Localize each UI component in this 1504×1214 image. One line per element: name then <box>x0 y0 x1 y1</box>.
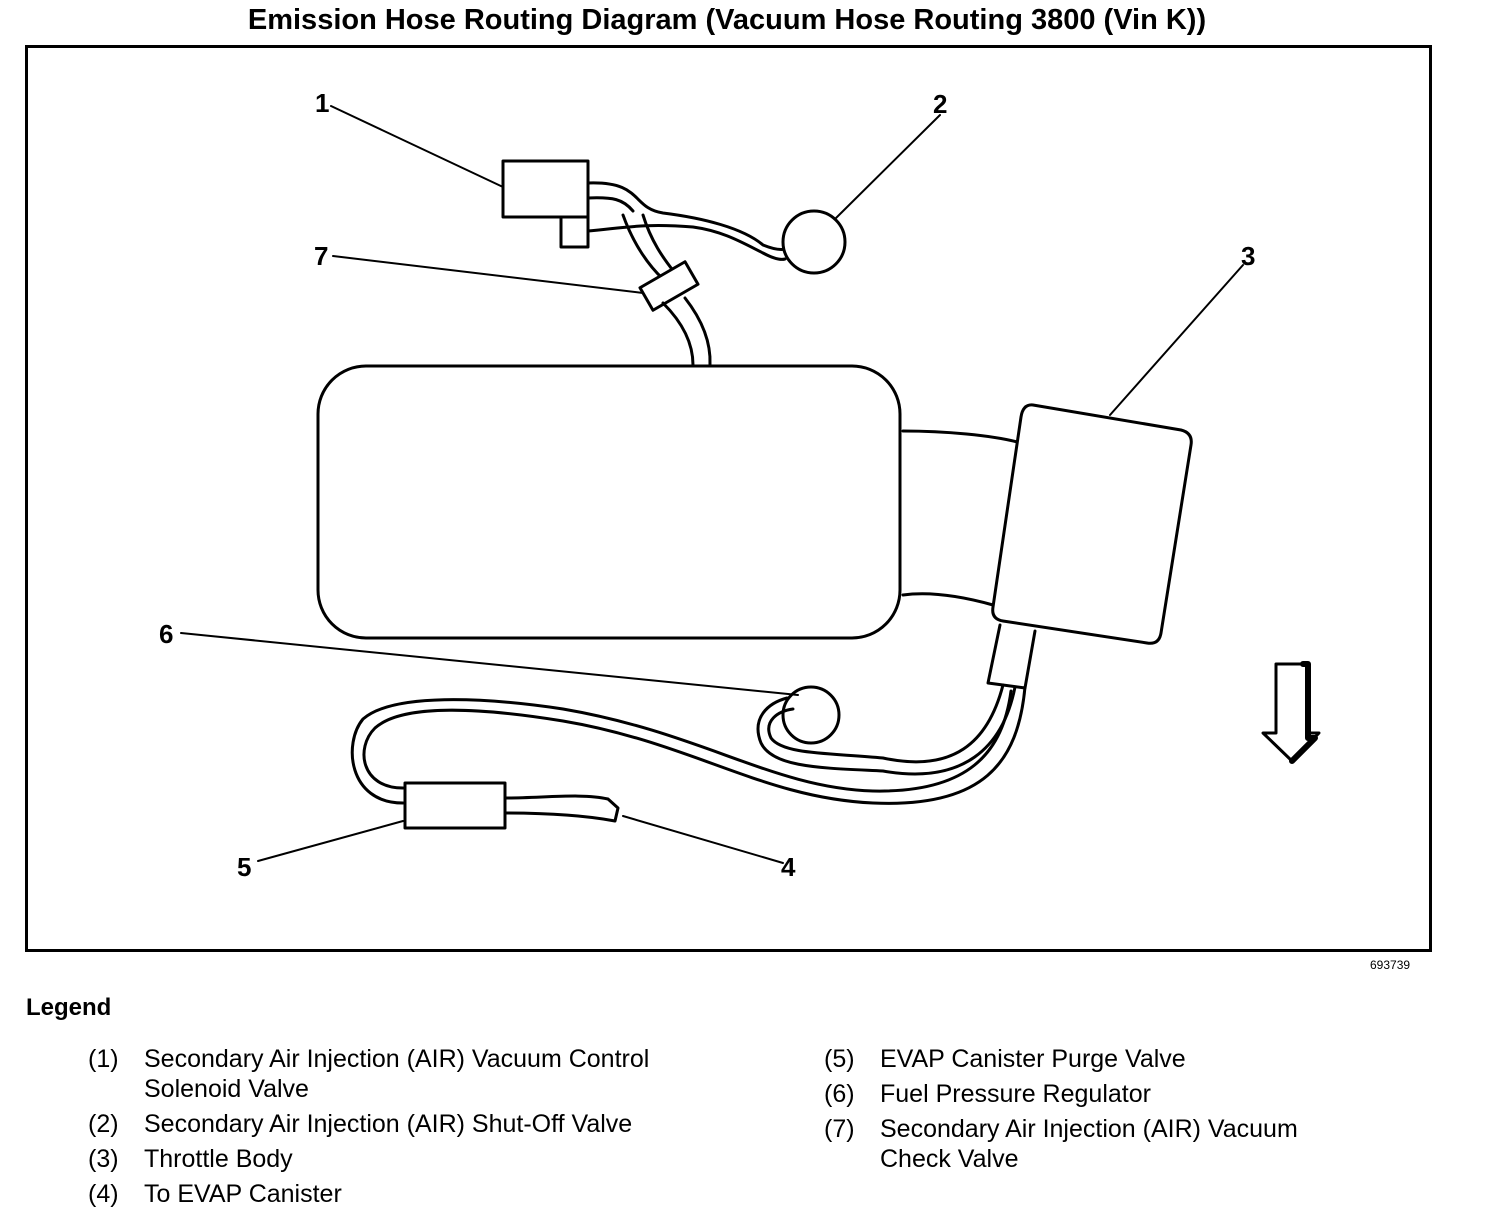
legend-item-number: (2) <box>88 1110 119 1138</box>
legend-item-number: (5) <box>824 1045 855 1073</box>
legend-item-number: (7) <box>824 1115 855 1143</box>
hose-routing-diagram: 1 2 3 4 5 6 7 <box>159 88 1321 882</box>
hose-check-to-plenum-right <box>683 296 712 367</box>
throttle-body <box>991 403 1193 645</box>
intake-plenum <box>316 364 902 640</box>
callout-3: 3 <box>1241 241 1255 271</box>
legend-title: Legend <box>26 994 112 1021</box>
callout-4: 4 <box>781 852 796 882</box>
legend-column-left: (1) Secondary Air Injection (AIR) Vacuum… <box>88 1044 704 1214</box>
legend-item: (5) EVAP Canister Purge Valve <box>824 1044 1350 1074</box>
legend-item: (6) Fuel Pressure Regulator <box>824 1079 1350 1109</box>
hose-solenoid-to-shutoff-top <box>586 181 787 251</box>
leader-line-1 <box>330 105 504 188</box>
legend-item: (3) Throttle Body <box>88 1144 704 1174</box>
hose-check-to-plenum-left <box>661 301 695 367</box>
fuel-pressure-regulator <box>781 685 841 745</box>
legend-item-number: (1) <box>88 1045 119 1073</box>
legend-item-text: Secondary Air Injection (AIR) Shut-Off V… <box>144 1110 633 1138</box>
legend-item: (7) Secondary Air Injection (AIR) Vacuum… <box>824 1114 1350 1174</box>
legend-item: (2) Secondary Air Injection (AIR) Shut-O… <box>88 1109 704 1139</box>
shutoff-valve <box>781 209 847 275</box>
callout-2: 2 <box>933 89 947 119</box>
leader-line-3 <box>1109 264 1244 416</box>
leader-line-6 <box>180 632 799 696</box>
callout-5: 5 <box>237 852 251 882</box>
hose-regulator-outer-2 <box>756 685 1017 776</box>
leader-line-7 <box>332 255 644 294</box>
hose-solenoid-to-shutoff-bottom <box>586 224 787 261</box>
solenoid-valve <box>501 159 590 219</box>
legend-column-right: (5) EVAP Canister Purge Valve (6) Fuel P… <box>824 1044 1350 1179</box>
evap-purge-valve <box>403 781 507 830</box>
callout-7: 7 <box>314 241 328 271</box>
legend-item-text: EVAP Canister Purge Valve <box>880 1045 1186 1073</box>
hose-to-evap-canister <box>503 794 620 823</box>
figure-id: 693739 <box>1370 958 1411 972</box>
legend-item-number: (3) <box>88 1145 119 1173</box>
leader-line-2 <box>834 114 941 220</box>
callout-1: 1 <box>315 88 329 118</box>
leader-line-5 <box>257 820 404 862</box>
diagram-frame: 1 2 3 4 5 6 7 <box>25 45 1432 952</box>
hose-regulator-outer <box>767 683 1005 764</box>
hose-long-outer <box>362 685 1027 805</box>
leader-line-4 <box>622 815 784 864</box>
throttle-neck-bottom <box>901 592 995 607</box>
throttle-neck-top <box>901 429 1023 445</box>
page-title: Emission Hose Routing Diagram (Vacuum Ho… <box>247 4 1207 36</box>
legend-item-text: Secondary Air Injection (AIR) Vacuum Con… <box>144 1045 650 1103</box>
hose-to-check-left-a <box>621 213 665 281</box>
hose-long-inner <box>350 689 1013 805</box>
throttle-port <box>986 623 1037 690</box>
solenoid-port <box>559 215 590 249</box>
callout-6: 6 <box>159 619 173 649</box>
hose-solenoid-loop <box>586 196 635 213</box>
legend-item-number: (4) <box>88 1180 119 1208</box>
legend-item-text: To EVAP Canister <box>144 1180 342 1208</box>
legend-item: (1) Secondary Air Injection (AIR) Vacuum… <box>88 1044 704 1104</box>
legend-item-number: (6) <box>824 1080 855 1108</box>
legend-item: (4) To EVAP Canister <box>88 1179 704 1209</box>
check-valve <box>638 260 700 312</box>
legend-item-text: Fuel Pressure Regulator <box>880 1080 1151 1108</box>
legend-item-text: Secondary Air Injection (AIR) Vacuum Che… <box>880 1115 1298 1173</box>
forward-arrow-shadow <box>1289 661 1318 764</box>
legend-item-text: Throttle Body <box>144 1145 293 1173</box>
